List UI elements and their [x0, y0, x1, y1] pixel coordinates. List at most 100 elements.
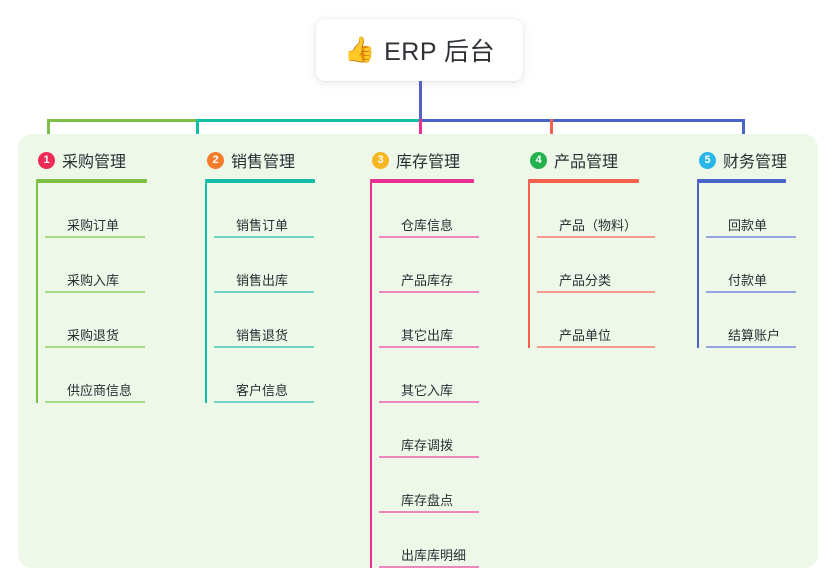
branch-drop-5: [742, 119, 745, 146]
leaf-item[interactable]: 客户信息: [214, 348, 353, 403]
leaf-item-label: 付款单: [728, 273, 768, 288]
bus-segment-1: [47, 119, 196, 122]
branch-drop-1: [47, 119, 50, 146]
leaf-item-label: 产品单位: [559, 328, 612, 343]
branch-column-1: 1 采购管理采购订单采购入库采购退货供应商信息: [36, 146, 186, 403]
leaf-item[interactable]: 出库库明细: [379, 513, 510, 568]
leaf-item-label: 销售出库: [236, 273, 289, 288]
leaf-item[interactable]: 库存盘点: [379, 458, 510, 513]
leaf-item-rule: [214, 291, 314, 293]
root-stem: [419, 81, 422, 122]
leaf-item[interactable]: 其它入库: [379, 348, 510, 403]
leaf-item[interactable]: 回款单: [706, 183, 817, 238]
leaf-item[interactable]: 仓库信息: [379, 183, 510, 238]
branch-header-4[interactable]: 4 产品管理: [528, 146, 678, 174]
leaf-item-rule: [706, 236, 796, 238]
leaf-item-rule: [45, 236, 145, 238]
branch-spine: [370, 183, 372, 568]
leaf-item-label: 供应商信息: [67, 383, 133, 398]
leaf-item-rule: [379, 236, 479, 238]
branch-drop-4: [550, 119, 553, 146]
leaf-item-rule: [706, 346, 796, 348]
branch-number-badge: 1: [38, 151, 55, 169]
leaf-item-label: 产品库存: [401, 273, 454, 288]
branch-header-rule: [36, 179, 147, 183]
leaf-item-rule: [537, 291, 655, 293]
branch-spine: [697, 183, 699, 348]
leaf-item-label: 结算账户: [728, 328, 781, 343]
leaf-item[interactable]: 采购入库: [45, 238, 186, 293]
leaf-item-label: 出库库明细: [401, 548, 467, 563]
leaf-item[interactable]: 库存调拨: [379, 403, 510, 458]
leaf-item-rule: [214, 236, 314, 238]
branch-spine: [36, 183, 38, 403]
branch-header-rule: [697, 179, 786, 183]
leaf-item[interactable]: 产品库存: [379, 238, 510, 293]
leaf-item-label: 其它入库: [401, 383, 454, 398]
leaf-item-rule: [379, 511, 479, 513]
leaf-item-label: 库存调拨: [401, 438, 454, 453]
root-node[interactable]: 👍 ERP 后台: [316, 19, 523, 81]
branch-spine: [528, 183, 530, 348]
bus-segment-3: [419, 119, 745, 122]
branch-column-4: 4 产品管理产品（物料） 产品分类产品单位: [528, 146, 678, 348]
leaf-item-label: 库存盘点: [401, 493, 454, 508]
leaf-item-label: 客户信息: [236, 383, 289, 398]
leaf-item[interactable]: 供应商信息: [45, 348, 186, 403]
leaf-item-rule: [537, 236, 655, 238]
leaf-item-label: 采购入库: [67, 273, 120, 288]
leaf-item-label: 采购订单: [67, 218, 120, 233]
leaf-item[interactable]: 产品分类: [537, 238, 678, 293]
leaf-item-rule: [45, 346, 145, 348]
leaf-item-rule: [379, 346, 479, 348]
branch-number-badge: 3: [372, 151, 389, 169]
leaf-item-rule: [45, 291, 145, 293]
leaf-item[interactable]: 销售订单: [214, 183, 353, 238]
leaf-item-label: 采购退货: [67, 328, 120, 343]
leaf-item[interactable]: 产品（物料）: [537, 183, 678, 238]
leaf-item-rule: [214, 401, 314, 403]
bus-segment-2: [196, 119, 422, 122]
leaf-item[interactable]: 采购订单: [45, 183, 186, 238]
thumbs-up-icon: 👍: [343, 35, 376, 64]
leaf-item[interactable]: 采购退货: [45, 293, 186, 348]
branch-title: 销售管理: [231, 154, 296, 171]
branch-drop-2: [196, 119, 199, 146]
leaf-item-rule: [379, 566, 479, 568]
branch-header-rule: [370, 179, 474, 183]
branch-leaf-list: 采购订单采购入库采购退货供应商信息: [36, 183, 186, 403]
leaf-item[interactable]: 销售退货: [214, 293, 353, 348]
leaf-item-label: 仓库信息: [401, 218, 454, 233]
branch-header-rule: [205, 179, 315, 183]
leaf-item-rule: [537, 346, 655, 348]
leaf-item[interactable]: 付款单: [706, 238, 817, 293]
leaf-item[interactable]: 产品单位: [537, 293, 678, 348]
branch-title: 产品管理: [554, 154, 619, 171]
branch-leaf-list: 销售订单销售出库销售退货客户信息: [205, 183, 353, 403]
root-node-title: ERP 后台: [384, 38, 496, 66]
leaf-item-label: 回款单: [728, 218, 768, 233]
branch-spine: [205, 183, 207, 403]
leaf-item[interactable]: 销售出库: [214, 238, 353, 293]
leaf-item-label: 销售退货: [236, 328, 289, 343]
leaf-item-rule: [379, 291, 479, 293]
branch-title: 财务管理: [723, 154, 788, 171]
branch-drop-3: [419, 119, 422, 146]
leaf-item[interactable]: 结算账户: [706, 293, 817, 348]
leaf-item-rule: [379, 401, 479, 403]
leaf-item-rule: [45, 401, 145, 403]
branch-number-badge: 4: [530, 151, 547, 169]
leaf-item[interactable]: 其它出库: [379, 293, 510, 348]
branch-title: 采购管理: [62, 154, 127, 171]
leaf-item-rule: [706, 291, 796, 293]
branch-header-1[interactable]: 1 采购管理: [36, 146, 186, 174]
leaf-item-label: 产品分类: [559, 273, 612, 288]
branch-leaf-list: 仓库信息产品库存其它出库其它入库库存调拨库存盘点出库库明细: [370, 183, 510, 568]
